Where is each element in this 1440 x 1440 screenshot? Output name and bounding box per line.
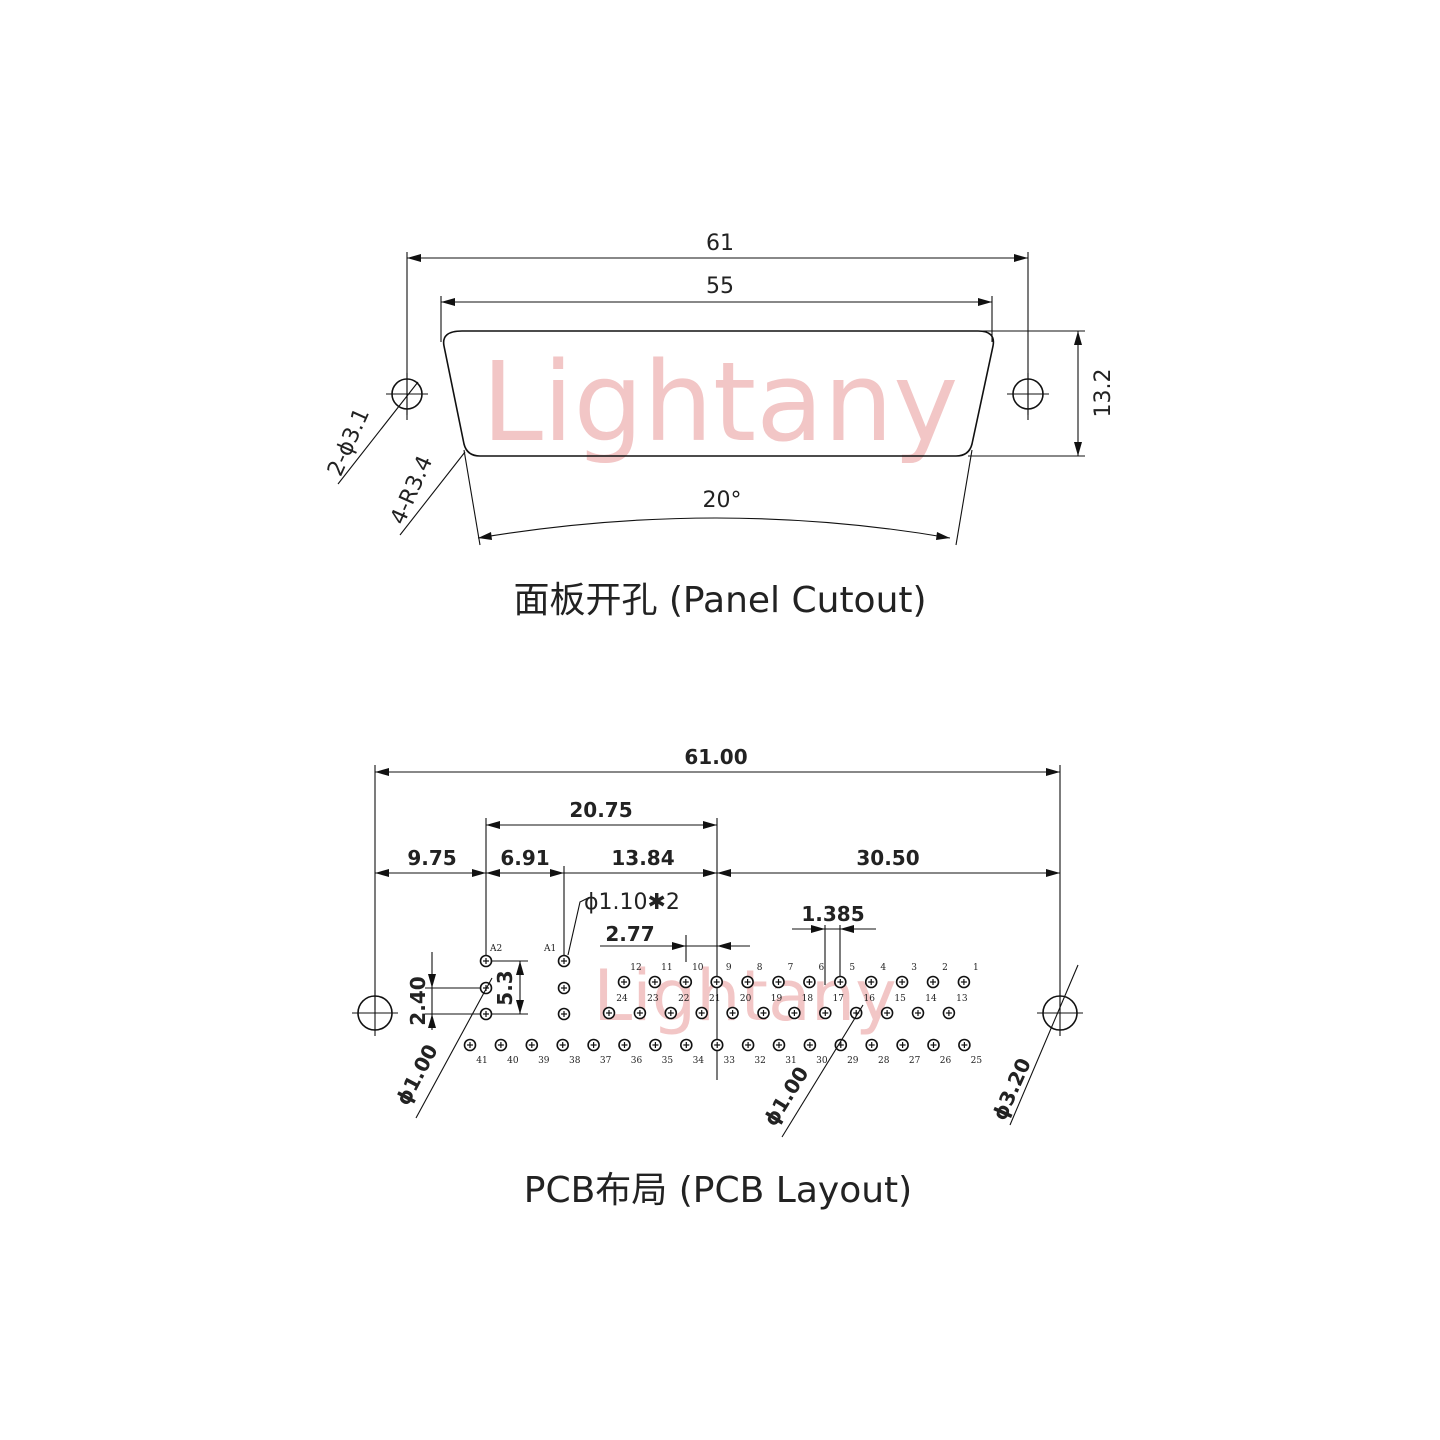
- pin-label-row2: 22: [678, 994, 689, 1004]
- pin-label-row3: 35: [662, 1056, 674, 1066]
- pin-label-row3: 32: [754, 1056, 765, 1066]
- pin-label-row1: 3: [911, 963, 917, 973]
- pin-label-row3: 39: [538, 1056, 550, 1066]
- pin-label-row2: 16: [863, 994, 875, 1004]
- pin-label-row2: 17: [833, 994, 845, 1004]
- pcb-dim-overall: 61.00: [684, 745, 747, 769]
- pin-label-row3: 33: [723, 1056, 735, 1066]
- pin-label-row2: 24: [616, 994, 628, 1004]
- pin-label-row2: 19: [771, 994, 783, 1004]
- pin-label-row2: 18: [802, 994, 814, 1004]
- watermark-bottom: Lightany: [593, 955, 896, 1037]
- pin-label-row1: 2: [942, 963, 948, 973]
- pcb-dim-pin-hole-right: ϕ1.00: [759, 1062, 814, 1130]
- pin-label-row1: 4: [880, 963, 886, 973]
- pin-label-row1: 6: [819, 963, 825, 973]
- pcb-dim-pin-hole-left: ϕ1.00: [391, 1040, 443, 1109]
- panel-cutout-drawing: 61 55 13.2 2-ϕ3.1 4-R3.4 20°: [323, 231, 1116, 621]
- pcb-dim-2-40: 2.40: [406, 976, 430, 1025]
- pin-label-row1: 11: [661, 963, 672, 973]
- pin-label-row3: 27: [909, 1056, 921, 1066]
- pin-label-row1: 8: [757, 963, 763, 973]
- pin-label-row3: 26: [940, 1056, 952, 1066]
- pin-label-row3: 36: [631, 1056, 643, 1066]
- watermark-top: Lightany: [482, 338, 959, 466]
- pcb-dim-5-3: 5.3: [493, 970, 517, 1005]
- panel-dim-holes: 2-ϕ3.1: [323, 405, 375, 480]
- pcb-dim-20-75: 20.75: [569, 798, 632, 822]
- panel-caption: 面板开孔 (Panel Cutout): [513, 580, 926, 621]
- d-sub-cutout-outline: [442, 330, 995, 457]
- pcb-dim-6-91: 6.91: [500, 846, 549, 870]
- pcb-dim-pitch-x: 2.77: [605, 922, 654, 946]
- panel-dim-radius: 4-R3.4: [386, 452, 438, 528]
- pin-label-row3: 41: [476, 1056, 487, 1066]
- pin-label-row3: 25: [971, 1056, 983, 1066]
- panel-dim-overall: 61: [706, 231, 734, 256]
- pin-label-row3: 40: [507, 1056, 519, 1066]
- pin-label-row3: 37: [600, 1056, 612, 1066]
- pin-label-row1: 9: [726, 963, 732, 973]
- pin-label-row2: 20: [740, 994, 752, 1004]
- pcb-dim-13-84: 13.84: [611, 846, 674, 870]
- pin-label-row2: 21: [709, 994, 720, 1004]
- pcb-dim-coax-hole: ϕ1.10✱2: [584, 890, 680, 915]
- pin-label-row1: 1: [973, 963, 979, 973]
- panel-dim-height: 13.2: [1091, 369, 1116, 418]
- pin-label-row2: 13: [956, 994, 968, 1004]
- coax-label-a1: A1: [543, 944, 556, 954]
- panel-dim-angle: 20°: [703, 488, 742, 513]
- pin-label-row3: 31: [785, 1056, 796, 1066]
- pin-label-row3: 28: [878, 1056, 890, 1066]
- pin-label-row1: 10: [692, 963, 704, 973]
- panel-dim-body: 55: [706, 274, 734, 299]
- pcb-dim-9-75: 9.75: [407, 846, 456, 870]
- pin-label-row1: 12: [630, 963, 641, 973]
- pin-label-row3: 29: [847, 1056, 859, 1066]
- pcb-caption: PCB布局 (PCB Layout): [524, 1170, 912, 1211]
- pin-label-row2: 14: [925, 994, 937, 1004]
- pin-label-row1: 5: [849, 963, 855, 973]
- coax-label-a2: A2: [489, 944, 502, 954]
- pcb-dim-30-50: 30.50: [856, 846, 919, 870]
- pcb-layout-drawing: 61.00 20.75 9.75 6.91 13.84 30.50 ϕ1.10✱…: [352, 745, 1083, 1211]
- pcb-dim-half-pitch: 1.385: [801, 902, 864, 926]
- pin-label-row2: 15: [894, 994, 906, 1004]
- pin-label-row3: 30: [816, 1056, 828, 1066]
- pin-label-row3: 34: [693, 1056, 705, 1066]
- pcb-dim-mount-hole: ϕ3.20: [987, 1054, 1035, 1123]
- pin-label-row2: 23: [647, 994, 659, 1004]
- pin-label-row1: 7: [788, 963, 794, 973]
- pin-label-row3: 38: [569, 1056, 581, 1066]
